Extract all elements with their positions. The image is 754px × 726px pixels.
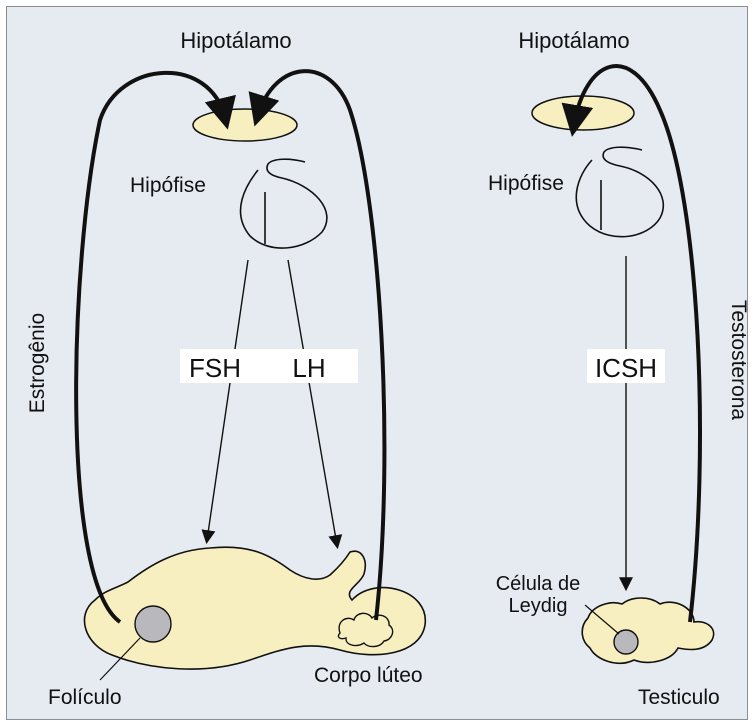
leydig-label-line2: Leydig — [509, 595, 568, 617]
right-pituitary — [576, 147, 663, 237]
icsh-label: ICSH — [595, 353, 657, 383]
follicle-label: Folículo — [48, 686, 122, 709]
left-hypothalamus — [193, 109, 297, 141]
corpus-luteum-label: Corpo lúteo — [314, 664, 423, 687]
fsh-label: FSH — [189, 353, 241, 383]
right-pituitary-label: Hipófise — [488, 172, 564, 195]
corpus-luteum-feedback-arrow — [258, 71, 384, 620]
lh-label: LH — [292, 353, 325, 383]
testis — [582, 598, 713, 663]
right-hypothalamus-label: Hipotálamo — [518, 28, 629, 53]
estrogen-feedback-arrow — [76, 73, 225, 622]
left-pituitary — [241, 159, 327, 248]
follicle — [135, 606, 171, 642]
leydig-label-line1: Célula de — [496, 573, 581, 595]
testis-label: Testiculo — [638, 686, 720, 709]
lh-arrow — [288, 260, 337, 545]
ovary — [84, 547, 425, 669]
corpus-luteum — [338, 613, 392, 646]
right-hypothalamus — [532, 96, 634, 130]
left-hypothalamus-label: Hipotálamo — [180, 28, 291, 53]
estrogen-label: Estrogênio — [26, 313, 49, 413]
fsh-arrow — [207, 260, 248, 540]
leydig-cell — [614, 630, 638, 654]
testosterone-label: Testosterona — [727, 300, 750, 421]
left-pituitary-label: Hipófise — [130, 174, 206, 197]
